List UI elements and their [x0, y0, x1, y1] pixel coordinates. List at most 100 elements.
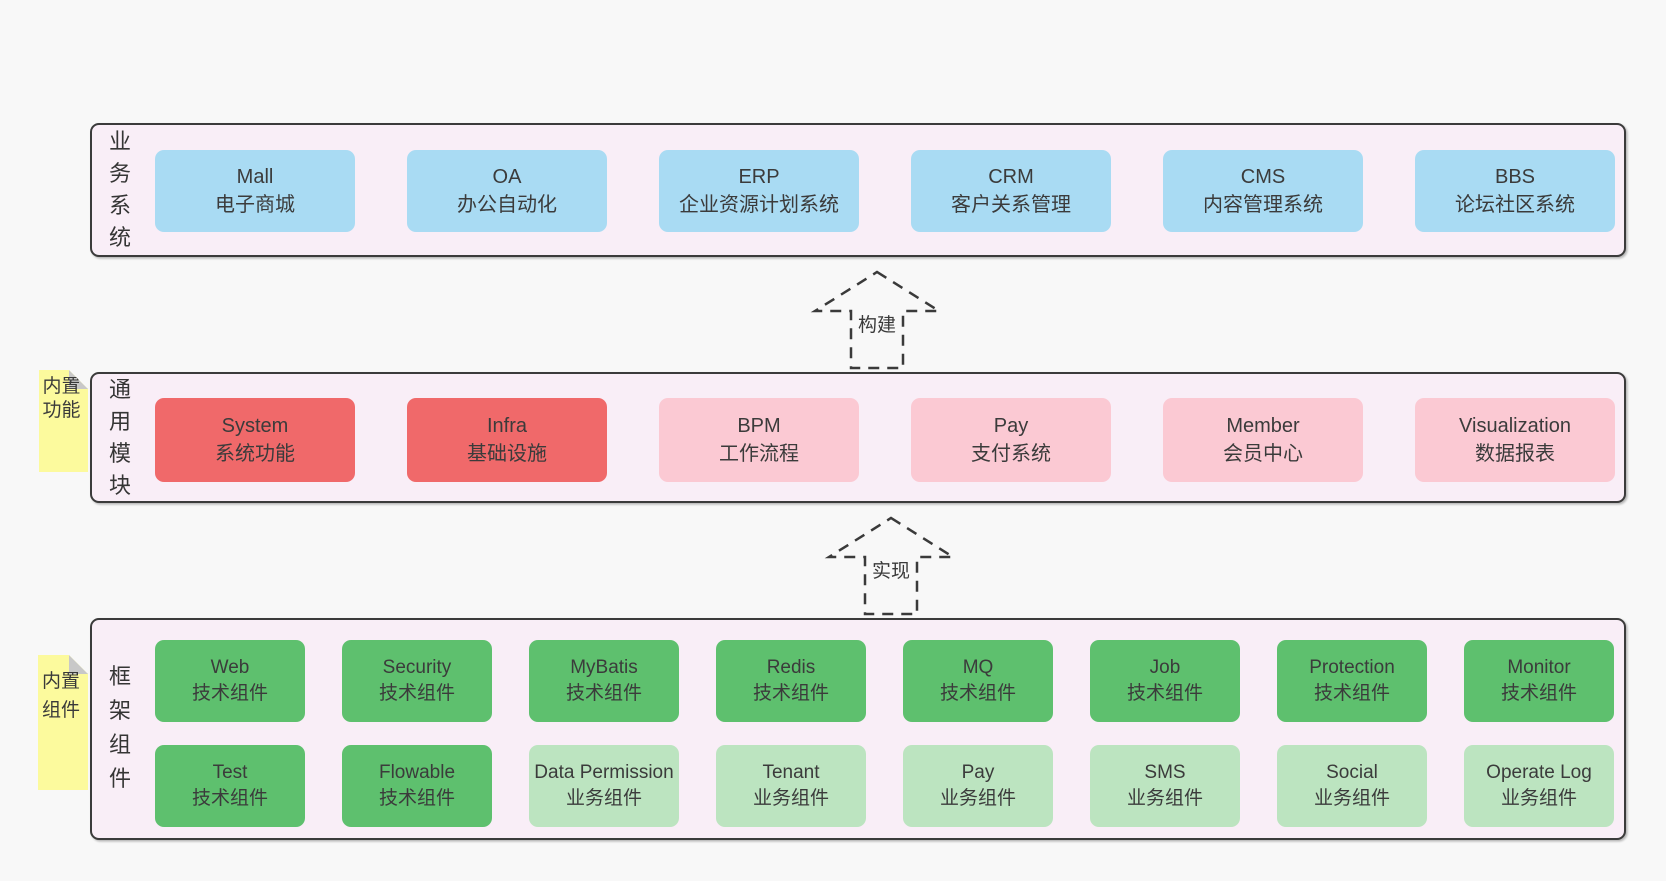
box-subtitle: 技术组件 — [1126, 683, 1203, 704]
box-title: ERP — [738, 166, 780, 188]
box-title: Test — [212, 762, 248, 783]
box-oa: OA 办公自动化 — [407, 150, 607, 232]
built-in-functions-note-label: 内置功能 — [42, 376, 81, 421]
box-bpm: BPM 工作流程 — [659, 398, 859, 482]
box-social: Social 业务组件 — [1277, 745, 1427, 827]
built-in-functions-note: 内置功能 — [39, 370, 88, 472]
box-title: Flowable — [378, 762, 456, 783]
built-in-components-note: 内置组件 — [38, 655, 88, 790]
box-title: CRM — [988, 166, 1034, 188]
box-title: Data Permission — [534, 762, 674, 783]
box-subtitle: 技术组件 — [378, 788, 455, 809]
box-subtitle: 电子商城 — [215, 194, 295, 216]
box-mall: Mall 电子商城 — [155, 150, 355, 232]
box-subtitle: 会员中心 — [1223, 443, 1303, 465]
box-title: Pay — [993, 415, 1029, 437]
box-data-permission: Data Permission 业务组件 — [529, 745, 679, 827]
box-erp: ERP 企业资源计划系统 — [659, 150, 859, 232]
box-subtitle: 业务组件 — [1500, 788, 1577, 809]
box-bbs: BBS 论坛社区系统 — [1415, 150, 1615, 232]
box-monitor: Monitor 技术组件 — [1464, 640, 1614, 722]
box-title: System — [221, 415, 289, 437]
box-subtitle: 技术组件 — [378, 683, 455, 704]
box-title: Infra — [486, 415, 528, 437]
box-title: Security — [382, 657, 452, 678]
box-subtitle: 工作流程 — [719, 443, 799, 465]
box-subtitle: 系统功能 — [215, 443, 295, 465]
box-title: BPM — [737, 415, 781, 437]
box-member: Member 会员中心 — [1163, 398, 1363, 482]
box-redis: Redis 技术组件 — [716, 640, 866, 722]
box-title: Monitor — [1507, 657, 1571, 678]
box-title: Web — [210, 657, 250, 678]
box-title: MQ — [962, 657, 994, 678]
box-security: Security 技术组件 — [342, 640, 492, 722]
box-subtitle: 技术组件 — [939, 683, 1016, 704]
box-title: Pay — [961, 762, 995, 783]
box-mybatis: MyBatis 技术组件 — [529, 640, 679, 722]
business-systems-row: Mall 电子商城 OA 办公自动化 ERP 企业资源计划系统 CRM 客户关系… — [155, 150, 1615, 232]
box-subtitle: 技术组件 — [191, 788, 268, 809]
business-systems-vertical-label: 业务系统 — [108, 129, 131, 250]
common-modules-row: System 系统功能 Infra 基础设施 BPM 工作流程 Pay 支付系统… — [155, 398, 1615, 482]
box-title: Job — [1149, 657, 1181, 678]
business-systems-panel: 业务系统 Mall 电子商城 OA 办公自动化 ERP 企业资源计划系统 CRM… — [90, 123, 1626, 257]
common-modules-vertical-label: 通用模块 — [108, 377, 131, 498]
box-title: Protection — [1309, 657, 1395, 678]
box-title: Member — [1226, 415, 1300, 437]
box-subtitle: 业务组件 — [1126, 788, 1203, 809]
up-block-arrow-icon — [810, 270, 944, 370]
box-cms: CMS 内容管理系统 — [1163, 150, 1363, 232]
box-subtitle: 技术组件 — [1313, 683, 1390, 704]
box-title: Operate Log — [1486, 762, 1592, 783]
up-block-arrow-icon — [824, 516, 958, 616]
box-title: Tenant — [762, 762, 820, 783]
box-visualization: Visualization 数据报表 — [1415, 398, 1615, 482]
box-subtitle: 办公自动化 — [457, 194, 557, 216]
box-title: Visualization — [1459, 415, 1571, 437]
built-in-components-note-label: 内置组件 — [41, 671, 80, 721]
box-subtitle: 客户关系管理 — [951, 194, 1071, 216]
framework-components-row-1: Web 技术组件 Security 技术组件 MyBatis 技术组件 Redi… — [155, 640, 1614, 722]
box-subtitle: 技术组件 — [752, 683, 829, 704]
box-operate-log: Operate Log 业务组件 — [1464, 745, 1614, 827]
box-subtitle: 业务组件 — [939, 788, 1016, 809]
box-title: SMS — [1144, 762, 1186, 783]
box-tenant: Tenant 业务组件 — [716, 745, 866, 827]
framework-components-panel: 框架组件 Web 技术组件 Security 技术组件 MyBatis 技术组件… — [90, 618, 1626, 840]
box-test: Test 技术组件 — [155, 745, 305, 827]
box-pay-component: Pay 业务组件 — [903, 745, 1053, 827]
box-pay-module: Pay 支付系统 — [911, 398, 1111, 482]
box-title: BBS — [1494, 166, 1536, 188]
box-subtitle: 业务组件 — [565, 788, 642, 809]
box-job: Job 技术组件 — [1090, 640, 1240, 722]
box-subtitle: 论坛社区系统 — [1455, 194, 1575, 216]
box-title: Mall — [236, 166, 274, 188]
box-subtitle: 业务组件 — [1313, 788, 1390, 809]
box-crm: CRM 客户关系管理 — [911, 150, 1111, 232]
box-title: MyBatis — [570, 657, 638, 678]
box-flowable: Flowable 技术组件 — [342, 745, 492, 827]
common-modules-panel: 通用模块 System 系统功能 Infra 基础设施 BPM 工作流程 Pay… — [90, 372, 1626, 503]
box-subtitle: 技术组件 — [1500, 683, 1577, 704]
implement-arrow: 实现 — [791, 508, 991, 620]
box-sms: SMS 业务组件 — [1090, 745, 1240, 827]
box-subtitle: 技术组件 — [565, 683, 642, 704]
box-infra: Infra 基础设施 — [407, 398, 607, 482]
box-title: OA — [492, 166, 522, 188]
box-subtitle: 基础设施 — [467, 443, 547, 465]
framework-components-vertical-label: 框架组件 — [108, 664, 131, 791]
build-arrow-label: 构建 — [857, 315, 896, 336]
box-subtitle: 数据报表 — [1475, 443, 1555, 465]
box-web: Web 技术组件 — [155, 640, 305, 722]
box-subtitle: 技术组件 — [191, 683, 268, 704]
build-arrow: 构建 — [777, 262, 977, 374]
box-system: System 系统功能 — [155, 398, 355, 482]
box-subtitle: 内容管理系统 — [1203, 194, 1323, 216]
box-title: Social — [1326, 762, 1378, 783]
box-subtitle: 支付系统 — [971, 443, 1051, 465]
box-subtitle: 业务组件 — [752, 788, 829, 809]
box-mq: MQ 技术组件 — [903, 640, 1053, 722]
framework-components-row-2: Test 技术组件 Flowable 技术组件 Data Permission … — [155, 745, 1614, 827]
box-title: Redis — [766, 657, 816, 678]
